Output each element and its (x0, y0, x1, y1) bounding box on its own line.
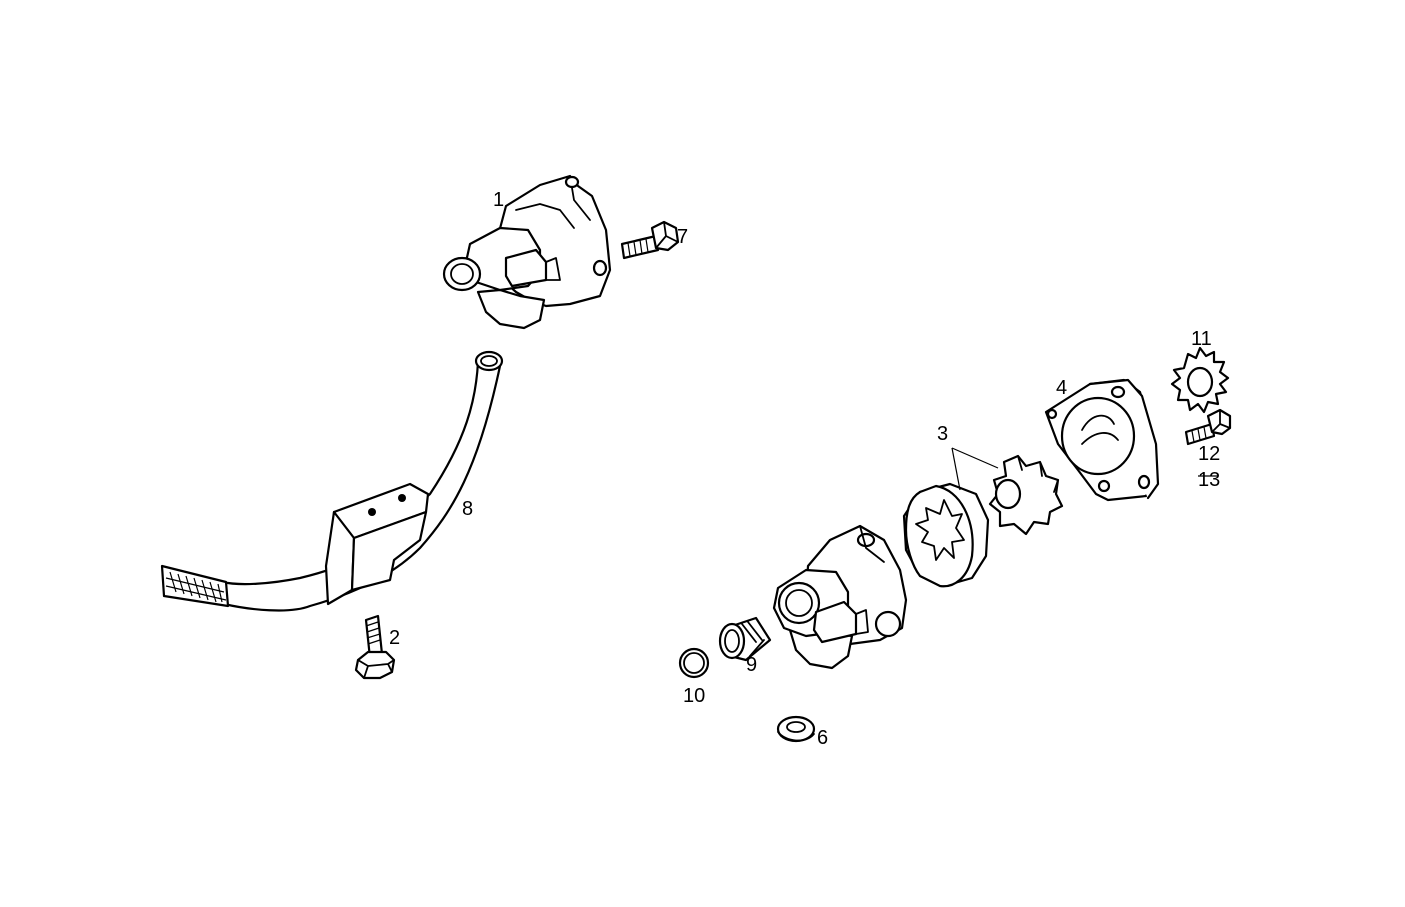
label-13: 13 (1198, 469, 1220, 491)
gear-11 (1170, 346, 1230, 414)
outer-rotor-3 (902, 482, 990, 588)
hex-bolt-2 (354, 614, 396, 680)
strainer-mesh (165, 571, 227, 603)
label-2: 2 (389, 627, 400, 649)
suction-pipe-8 (160, 350, 504, 612)
pump-housing-bottom (772, 524, 908, 670)
label-3: 3 (937, 423, 948, 445)
callout-labels: 1 7 8 2 10 9 6 3 4 11 12 13 (389, 189, 1220, 749)
label-7: 7 (677, 226, 688, 248)
label-4: 4 (1056, 377, 1067, 399)
seal-6 (776, 715, 816, 743)
label-6: 6 (817, 727, 828, 749)
pump-housing-top (442, 174, 612, 330)
bolt-7 (620, 220, 680, 260)
leader-lines (951, 447, 1218, 491)
label-11: 11 (1191, 328, 1212, 350)
inner-rotor-3 (988, 454, 1064, 536)
sleeve-9 (718, 616, 772, 662)
bolt-12-13 (1184, 408, 1232, 446)
label-1: 1 (493, 189, 504, 211)
pump-cover-4 (1044, 378, 1160, 502)
o-ring-10 (678, 647, 710, 679)
label-10: 10 (683, 685, 705, 707)
label-9: 9 (746, 654, 757, 676)
label-12: 12 (1198, 443, 1220, 465)
label-8: 8 (462, 498, 473, 520)
